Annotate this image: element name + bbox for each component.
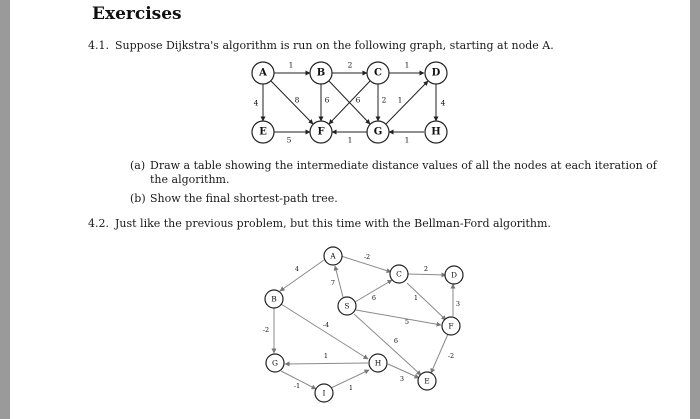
graph1-node-h: H — [424, 120, 448, 144]
edge2-g-i — [280, 370, 317, 390]
part-a-line2: the algorithm. — [150, 173, 230, 186]
problem-number: 4.1. — [88, 39, 109, 52]
weight2-s-h: 6 — [394, 337, 398, 345]
weight2-i-h: 1 — [349, 384, 353, 392]
graph1-node-g: G — [366, 120, 390, 144]
edge2-s-f — [355, 309, 442, 327]
page-title: Exercises — [92, 4, 182, 24]
problem-text: Suppose Dijkstra's algorithm is run on t… — [115, 39, 554, 52]
svg-text:C: C — [374, 68, 382, 79]
edge2-a-b — [279, 259, 325, 292]
weight-c-f: 6 — [356, 96, 361, 105]
svg-text:A: A — [258, 68, 267, 79]
edge2-c-d — [407, 272, 447, 278]
weight-h-g: 1 — [405, 136, 410, 145]
edge2-c-f — [406, 282, 447, 321]
problem-number: 4.2. — [88, 217, 109, 230]
edge2-f-e — [430, 333, 449, 374]
weight-g-d: 1 — [398, 96, 403, 105]
graph1-node-a: A — [251, 61, 275, 85]
svg-text:D: D — [451, 271, 457, 280]
weight2-b-g: -2 — [263, 326, 269, 334]
part-a-line1: Draw a table showing the intermediate di… — [150, 159, 657, 172]
weight-a-e: 4 — [254, 99, 259, 108]
document-page: Exercises 4.1. Suppose Dijkstra's algorit… — [10, 0, 690, 419]
part-b-text: Show the final shortest-path tree. — [150, 192, 338, 205]
svg-text:B: B — [317, 68, 325, 79]
graph2-node-s: S — [337, 296, 357, 316]
weight2-a-b: 4 — [295, 265, 299, 273]
weight2-c-d: 2 — [424, 265, 428, 273]
weight-g-f: 1 — [348, 136, 353, 145]
graph2-node-f: F — [441, 316, 461, 336]
dijkstra-graph: 1 2 1 4 8 6 6 2 1 4 5 1 1 A B C D E F G … — [251, 61, 464, 403]
weight2-h-e: 3 — [400, 375, 404, 383]
edge2-h-g — [284, 361, 369, 367]
graph2-node-b: B — [264, 289, 284, 309]
part-a-tag: (a) — [130, 159, 146, 172]
edge2-s-a — [333, 265, 344, 298]
weight2-b-h: -4 — [323, 321, 329, 329]
svg-text:H: H — [431, 127, 440, 138]
edge-a-f — [270, 80, 314, 125]
graph1-node-c: C — [366, 61, 390, 85]
weight-e-f: 5 — [287, 136, 292, 145]
svg-text:G: G — [272, 359, 278, 368]
weight2-s-f: 5 — [405, 318, 409, 326]
edge-g-d — [385, 80, 429, 125]
graph2-node-c: C — [389, 264, 409, 284]
edge2-h-e — [387, 363, 420, 379]
graph2-node-e: E — [417, 371, 437, 391]
weight-a-f: 8 — [295, 96, 300, 105]
weight-a-b: 1 — [289, 61, 294, 70]
svg-text:F: F — [448, 322, 453, 331]
svg-text:S: S — [344, 302, 349, 311]
weight2-c-f: 1 — [414, 294, 418, 302]
edge2-i-h — [330, 369, 370, 389]
graph2-node-i: I — [314, 383, 334, 403]
problem-text: Just like the previous problem, but this… — [115, 217, 551, 230]
weight2-f-d: 3 — [456, 300, 460, 308]
svg-text:B: B — [271, 295, 277, 304]
graph2-node-a: A — [323, 246, 343, 266]
graph1-node-f: F — [309, 120, 333, 144]
weight2-g-i: -1 — [294, 382, 300, 390]
weight-b-f: 6 — [325, 96, 330, 105]
problem-4-1: 4.1. Suppose Dijkstra's algorithm is run … — [88, 39, 554, 52]
edge-b-g — [328, 80, 371, 125]
weight2-h-g: 1 — [324, 352, 328, 360]
svg-text:G: G — [374, 127, 383, 138]
weight-d-h: 4 — [441, 99, 446, 108]
edge2-s-e — [353, 313, 422, 376]
svg-text:A: A — [329, 252, 336, 261]
svg-text:E: E — [259, 127, 267, 138]
part-b-tag: (b) — [130, 192, 146, 205]
weight2-a-c: -2 — [364, 253, 370, 261]
weight-b-c: 2 — [348, 61, 353, 70]
svg-text:F: F — [317, 127, 324, 138]
weight-c-d: 1 — [405, 61, 410, 70]
weight2-s-a: 7 — [331, 279, 335, 287]
edge2-a-c — [340, 255, 392, 274]
weight2-s-c: 6 — [372, 294, 376, 302]
edge2-s-c — [354, 279, 393, 303]
svg-text:H: H — [375, 359, 382, 368]
edge2-b-h — [280, 303, 369, 360]
graph2-node-g: G — [265, 353, 285, 373]
problem-4-2: 4.2. Just like the previous problem, but … — [88, 217, 551, 230]
graph2-node-h: H — [368, 353, 388, 373]
svg-text:E: E — [424, 377, 429, 386]
graph1-node-b: B — [309, 61, 333, 85]
graph1-node-e: E — [251, 120, 275, 144]
part-a: (a) Draw a table showing the intermediate… — [130, 159, 657, 187]
part-b: (b) Show the final shortest-path tree. — [130, 192, 338, 206]
svg-text:I: I — [323, 389, 326, 398]
graph2-node-d: D — [444, 265, 464, 285]
graph1-node-d: D — [424, 61, 448, 85]
svg-text:C: C — [396, 270, 402, 279]
weight2-f-e: -2 — [448, 352, 454, 360]
svg-text:D: D — [432, 68, 441, 79]
weight-c-g: 2 — [382, 96, 387, 105]
